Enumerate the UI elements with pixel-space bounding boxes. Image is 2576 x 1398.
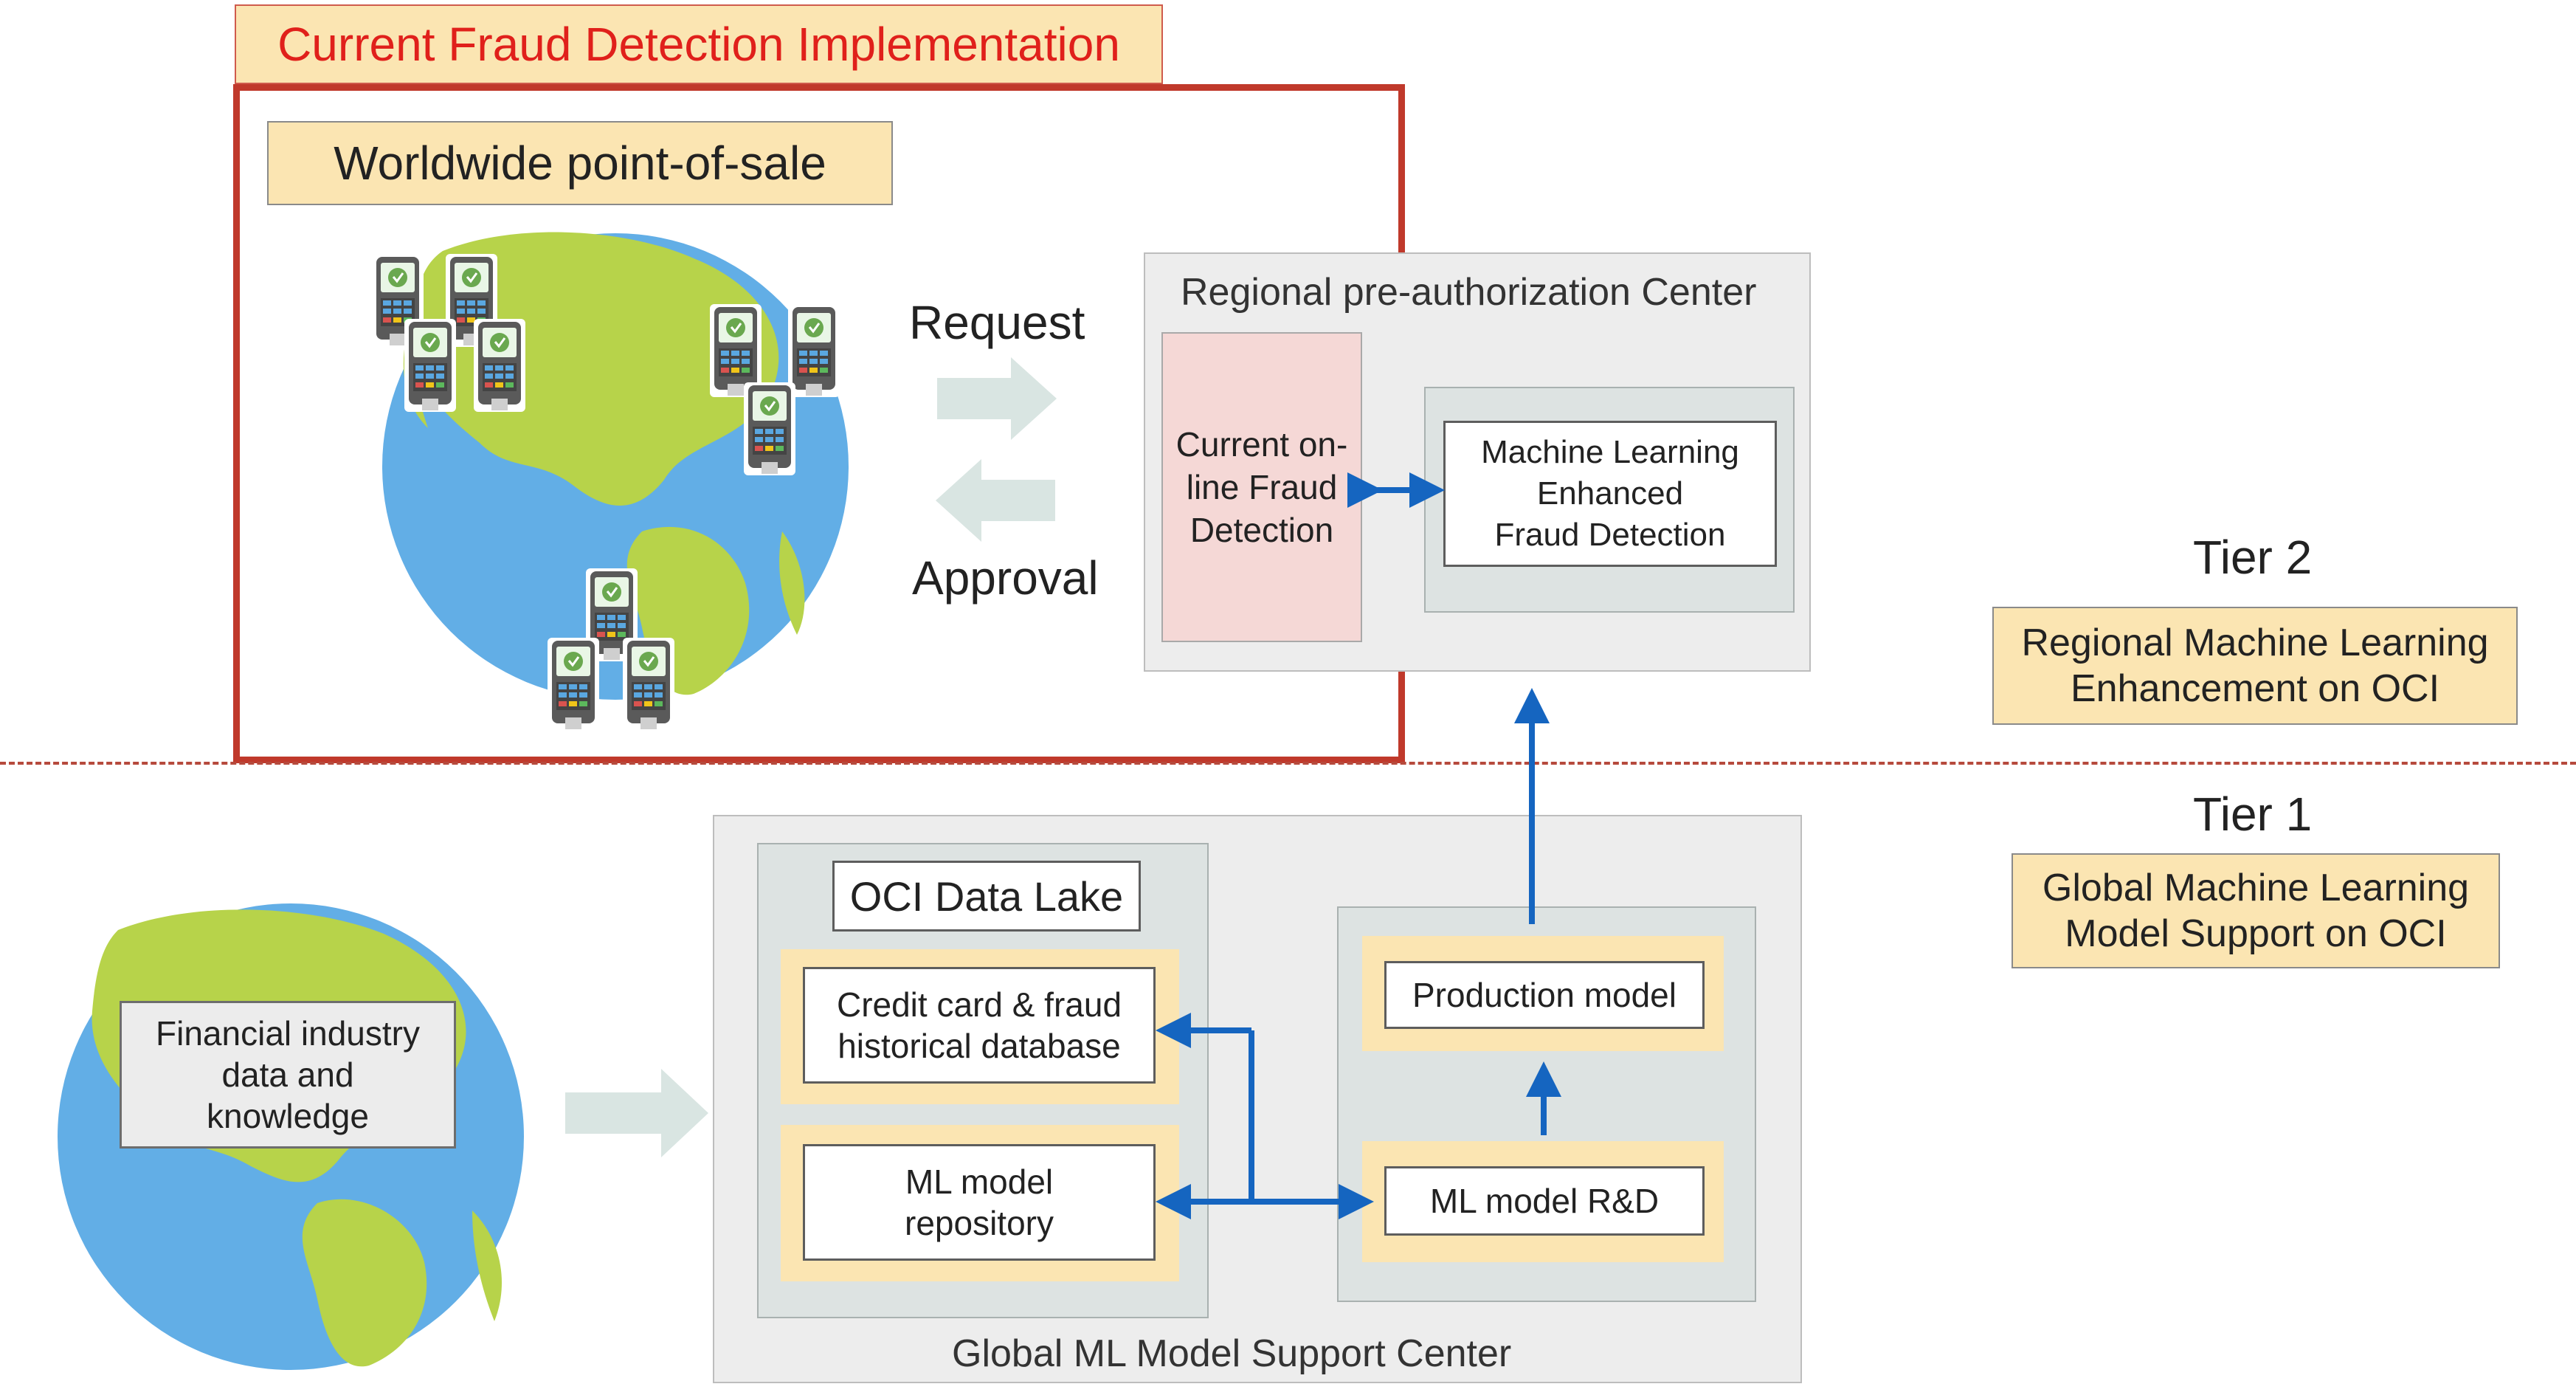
diagram-title: Current Fraud Detection Implementation <box>277 18 1120 71</box>
current-fraud-detection-label: Current on- line Fraud Detection <box>1175 425 1348 549</box>
financial-data-box: Financial industry data and knowledge <box>120 1001 456 1149</box>
ml-repo-label: ML model repository <box>905 1163 1054 1242</box>
production-model-label: Production model <box>1412 976 1677 1014</box>
pos-label: Worldwide point-of-sale <box>334 137 826 190</box>
tier2-desc: Regional Machine Learning Enhancement on… <box>2021 621 2489 710</box>
ml-detection-box: Machine Learning Enhanced Fraud Detectio… <box>1443 421 1777 567</box>
approval-arrow-icon <box>936 459 1055 542</box>
ml-repo-box: ML model repository <box>803 1144 1156 1261</box>
current-fraud-detection-box: Current on- line Fraud Detection <box>1161 332 1362 642</box>
tier2-label: Tier 2 <box>2193 531 2313 584</box>
global-center-title: Global ML Model Support Center <box>952 1332 1512 1375</box>
tier1-label: Tier 1 <box>2193 788 2313 841</box>
data-ingest-arrow-icon <box>565 1069 708 1157</box>
financial-data-label: Financial industry data and knowledge <box>156 1014 420 1135</box>
tier-divider <box>0 762 2576 765</box>
ml-detection-label: Machine Learning Enhanced Fraud Detectio… <box>1481 434 1739 553</box>
diagram-title-box: Current Fraud Detection Implementation <box>235 4 1163 84</box>
ml-rd-label: ML model R&D <box>1429 1182 1660 1220</box>
request-arrow-icon <box>937 357 1057 440</box>
tier2-desc-box: Regional Machine Learning Enhancement on… <box>1992 607 2518 725</box>
tier1-desc: Global Machine Learning Model Support on… <box>2042 867 2470 955</box>
data-lake-label-box: OCI Data Lake <box>832 861 1141 932</box>
request-label: Request <box>909 296 1085 349</box>
data-lake-label: OCI Data Lake <box>849 872 1124 920</box>
pos-label-box: Worldwide point-of-sale <box>267 121 893 205</box>
credit-db-box: Credit card & fraud historical database <box>803 967 1156 1084</box>
credit-db-label: Credit card & fraud historical database <box>836 985 1122 1065</box>
ml-rd-box: ML model R&D <box>1384 1166 1705 1236</box>
tier1-desc-box: Global Machine Learning Model Support on… <box>2012 853 2500 968</box>
production-model-box: Production model <box>1384 961 1705 1029</box>
approval-label: Approval <box>912 551 1099 605</box>
regional-center-title: Regional pre-authorization Center <box>1181 271 1757 314</box>
